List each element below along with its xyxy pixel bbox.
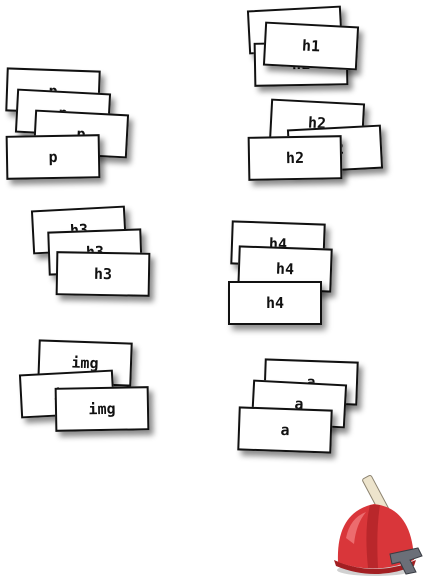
tag-card-p[interactable]: p bbox=[6, 134, 101, 180]
tag-card-h1[interactable]: h1 bbox=[263, 22, 359, 71]
tag-card-h3[interactable]: h3 bbox=[56, 251, 151, 297]
hard-hat-with-hammer-icon bbox=[330, 468, 425, 581]
tag-card-img[interactable]: img bbox=[55, 386, 150, 432]
tag-card-h4[interactable]: h4 bbox=[228, 281, 322, 325]
tag-card-a[interactable]: a bbox=[237, 406, 332, 453]
tag-card-h2[interactable]: h2 bbox=[248, 135, 343, 181]
